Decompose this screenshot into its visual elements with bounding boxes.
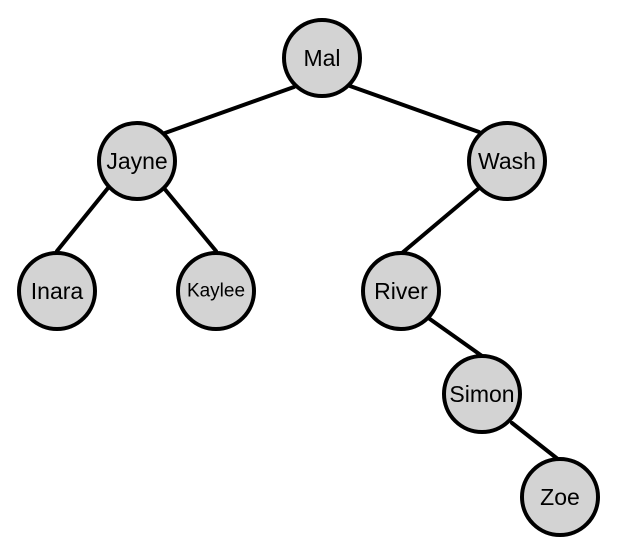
node-circle — [467, 121, 547, 201]
node-circle — [361, 251, 441, 331]
tree-node-zoe[interactable]: Zoe — [520, 457, 600, 537]
node-circle — [282, 18, 362, 98]
tree-node-mal[interactable]: Mal — [282, 18, 362, 98]
node-label: Wash — [478, 148, 536, 174]
edge-jayne-kaylee — [161, 185, 218, 253]
edges-layer — [55, 84, 561, 462]
tree-node-river[interactable]: River — [361, 251, 441, 331]
tree-node-inara[interactable]: Inara — [17, 251, 97, 331]
tree-node-wash[interactable]: Wash — [467, 121, 547, 201]
node-circle — [17, 251, 97, 331]
node-label: Kaylee — [187, 281, 245, 302]
node-label: Inara — [31, 278, 84, 304]
edge-jayne-inara — [55, 186, 110, 253]
nodes-layer: Mal Jayne Wash Inara Kaylee River Simon — [17, 18, 600, 537]
node-circle — [97, 121, 177, 201]
node-label: Zoe — [540, 484, 580, 510]
tree-node-jayne[interactable]: Jayne — [97, 121, 177, 201]
edge-wash-river — [400, 187, 480, 255]
node-label: Simon — [449, 381, 514, 407]
node-label: River — [374, 278, 428, 304]
node-circle — [176, 251, 256, 331]
tree-node-kaylee[interactable]: Kaylee — [176, 251, 256, 331]
node-circle — [442, 354, 522, 434]
edge-river-simon — [425, 315, 484, 358]
node-circle — [520, 457, 600, 537]
edge-simon-zoe — [510, 421, 561, 462]
tree-node-simon[interactable]: Simon — [442, 354, 522, 434]
node-label: Jayne — [106, 148, 167, 174]
edge-mal-wash — [348, 84, 481, 134]
node-label: Mal — [303, 45, 340, 71]
edge-mal-jayne — [163, 85, 296, 135]
